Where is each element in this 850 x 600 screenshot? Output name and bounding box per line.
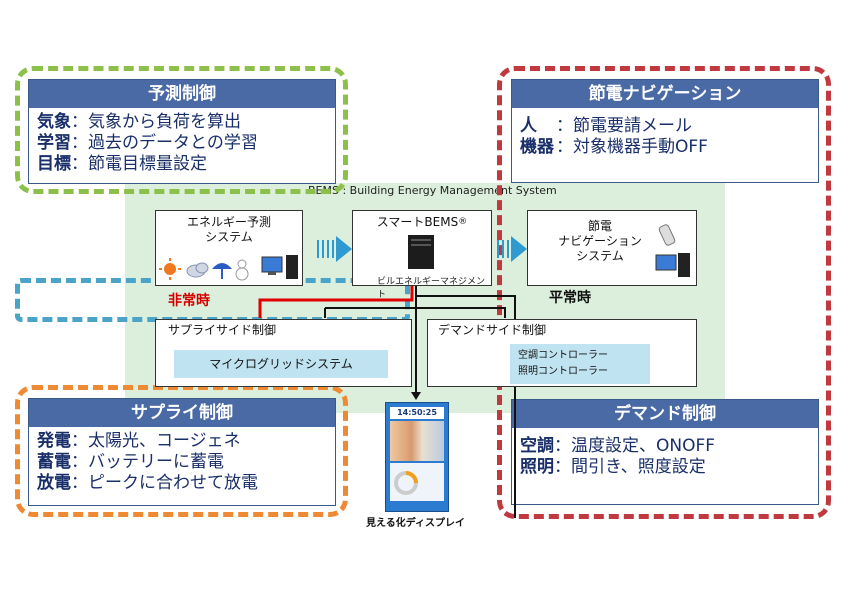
display-photo [390,421,444,461]
sun-icon [159,258,181,280]
nav-system-line-2: ナビゲーション [558,234,642,248]
saving-navigation-list: 人：節電要請メール 機器：対象機器手動OFF [512,108,818,158]
bems-title: BEMS : Building Energy Management System [308,184,557,197]
normal-line [324,286,516,518]
arrow-down-display [411,392,421,400]
display-chart [390,463,444,501]
lighting-controller: 照明コントローラー [518,366,608,377]
smart-bems-subtitle: ビルエネルギーマネジメント [377,277,486,300]
supply-side-title: サプライサイド制御 [168,323,277,337]
demand-control-list: 空調：温度設定、ONOFF 照明：間引き、照度設定 [512,428,818,478]
air-conditioning-controller: 空調コントローラー [518,350,608,361]
supply-dashed-frame [15,385,348,517]
cloud-icon [186,262,209,278]
list-item: 人：節電要請メール [520,116,692,136]
list-item: 気象：気象から負荷を算出 [37,112,241,132]
navigation-dashed-frame [497,66,831,519]
emergency-label: 非常時 [168,293,210,309]
supply-control-card: サプライ制御 発電：太陽光、コージェネ 蓄電：バッテリーに蓄電 放電：ピークに合… [28,398,336,506]
arrow-bems-to-nav [497,236,527,262]
demand-side-box: デマンドサイド制御 空調コントローラー 照明コントローラー [427,319,697,387]
smart-bems-title: スマートBEMS [376,215,459,229]
demand-control-title: デマンド制御 [512,400,818,428]
forecast-control-card: 予測制御 気象：気象から負荷を算出 学習：過去のデータとの学習 目標：節電目標量… [28,79,336,184]
list-item: 蓄電：バッテリーに蓄電 [37,452,224,472]
list-item: 発電：太陽光、コージェネ [37,431,241,451]
demand-side-title: デマンドサイド制御 [438,323,547,337]
nav-system-line-3: システム [576,249,624,263]
list-item: 空調：温度設定、ONOFF [520,436,716,456]
weather-icons [159,255,298,281]
energy-forecast-title-1: エネルギー予測 [186,215,271,229]
smart-bems-box: スマートBEMS® ビルエネルギーマネジメント [352,210,492,300]
list-item: 放電：ピークに合わせて放電 [37,473,258,493]
normal-label: 平常時 [549,290,591,306]
phone-icon [658,224,676,246]
snowman-icon [235,259,249,281]
energy-forecast-title-2: システム [205,230,253,244]
microgrid-system-label: マイクログリッドシステム [174,350,388,378]
server-icon [408,235,434,269]
forecast-control-title: 予測制御 [29,80,335,108]
demand-control-card: デマンド制御 空調：温度設定、ONOFF 照明：間引き、照度設定 [511,399,819,505]
forecast-dashed-frame [15,66,348,194]
emergency-line [258,286,414,318]
list-item: 学習：過去のデータとの学習 [37,133,258,153]
list-item: 照明：間引き、照度設定 [520,457,706,477]
list-item: 機器：対象機器手動OFF [520,137,708,157]
registered-mark: ® [458,217,468,227]
computer-icon [261,255,298,279]
arrow-forecast-to-bems [317,236,352,262]
computer-icon [655,253,690,277]
nav-system-line-1: 節電 [587,219,612,233]
umbrella-icon [212,263,232,279]
energy-forecast-system-box: エネルギー予測 システム [155,210,303,286]
saving-navigation-title: 節電ナビゲーション [512,80,818,108]
saving-navigation-system-box: 節電 ナビゲーション システム [527,210,697,286]
saving-navigation-card: 節電ナビゲーション 人：節電要請メール 機器：対象機器手動OFF [511,79,819,183]
gauge-icon [394,471,418,495]
display-caption: 見える化ディスプレイ [366,518,465,529]
supply-side-box: サプライサイド制御 マイクログリッドシステム [155,319,412,387]
display-clock: 14:50:25 [390,407,444,419]
supply-control-title: サプライ制御 [29,399,335,427]
visualization-display: 14:50:25 [385,402,449,512]
forecast-control-list: 気象：気象から負荷を算出 学習：過去のデータとの学習 目標：節電目標量設定 [29,108,335,175]
demand-controllers: 空調コントローラー 照明コントローラー [510,344,650,384]
supply-control-list: 発電：太陽光、コージェネ 蓄電：バッテリーに蓄電 放電：ピークに合わせて放電 [29,427,335,494]
list-item: 目標：節電目標量設定 [37,154,207,174]
phone-pc-icons [655,224,690,277]
